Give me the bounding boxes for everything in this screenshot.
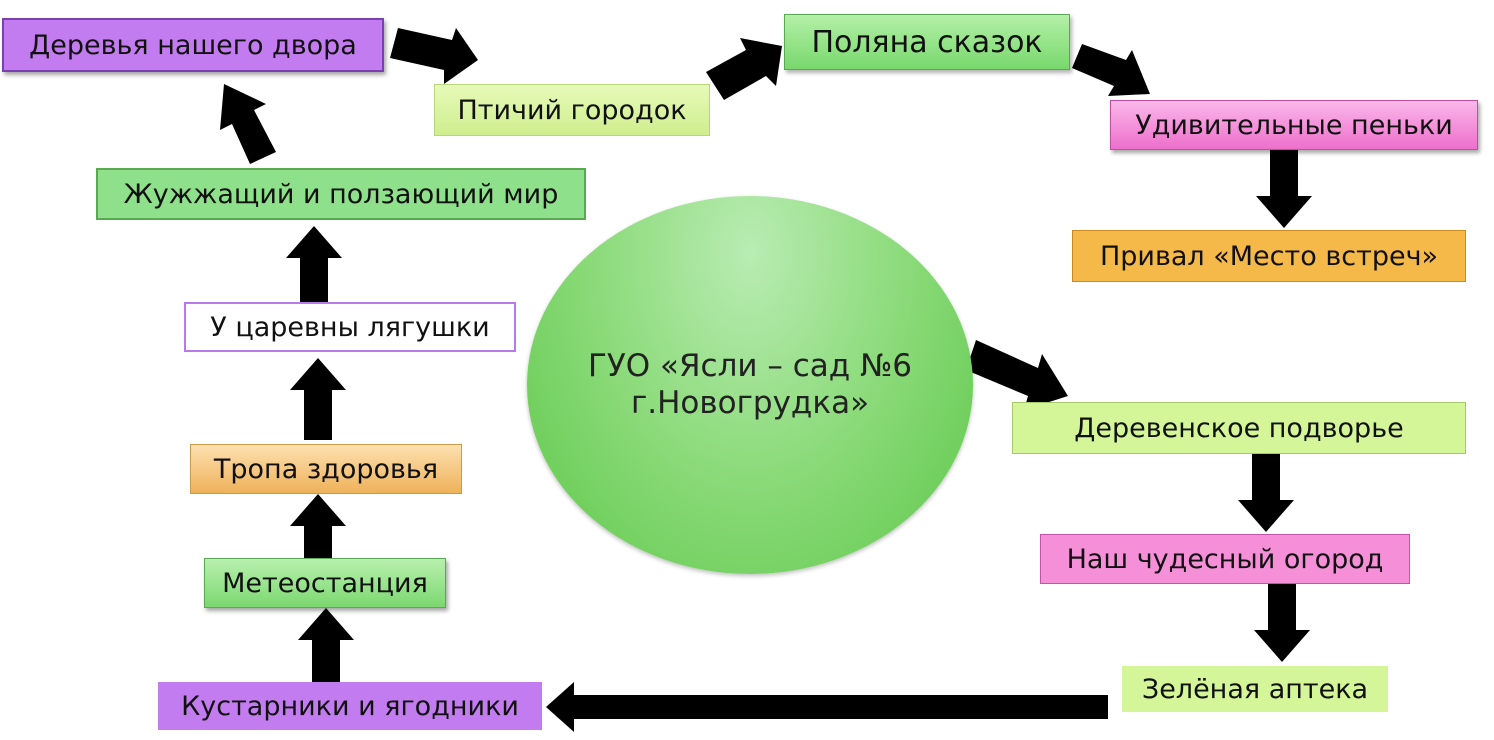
node-zelenaya-apteka: Зелёная аптека — [1122, 666, 1388, 712]
arrow-meteo-to-tropa — [290, 494, 346, 574]
node-label: Жужжащий и ползающий мир — [123, 178, 559, 210]
node-label: Кустарники и ягодники — [181, 690, 519, 722]
node-derevya-nashego-dvora: Деревья нашего двора — [2, 18, 384, 72]
node-label: Птичий городок — [457, 94, 687, 126]
arrow-polyana-to-penki — [1072, 44, 1150, 96]
arrow-ogorod-to-apteka — [1254, 582, 1310, 662]
node-label: Удивительные пеньки — [1135, 109, 1453, 141]
node-label: Зелёная аптека — [1141, 673, 1369, 705]
node-label: Тропа здоровья — [213, 453, 439, 485]
node-tropa-zdorovya: Тропа здоровья — [190, 444, 462, 494]
node-derevenskoe-podvorye: Деревенское подворье — [1012, 402, 1466, 454]
arrow-tropa-to-tsarevna — [290, 358, 346, 440]
arrow-center-to-podvorye — [966, 340, 1068, 410]
node-nash-chudesnyy-ogorod: Наш чудесный огород — [1040, 534, 1410, 584]
node-udivitelnye-penki: Удивительные пеньки — [1110, 100, 1478, 150]
node-polyana-skazok: Поляна сказок — [784, 14, 1070, 70]
node-ptichiy-gorodok: Птичий городок — [434, 84, 710, 136]
node-kustarniki-i-yagodniki: Кустарники и ягодники — [158, 682, 542, 730]
arrow-apteka-to-kustarniki — [546, 682, 1108, 732]
node-prival: Привал «Место встреч» — [1072, 230, 1466, 282]
arrow-penki-to-prival — [1256, 148, 1312, 228]
arrow-tsarevna-to-zhuzh — [286, 226, 342, 308]
node-meteostantsiya: Метеостанция — [204, 558, 446, 608]
arrow-ptichiy-to-polyana — [706, 38, 782, 100]
node-label: Деревенское подворье — [1074, 412, 1404, 444]
arrow-podvorye-to-ogorod — [1238, 452, 1294, 532]
node-label: У царевны лягушки — [210, 311, 490, 343]
center-title-line2: г.Новогрудка» — [630, 385, 870, 421]
center-title-line1: ГУО «Ясли – сад №6 — [587, 347, 913, 384]
node-zhuzhzhashchiy-mir: Жужжащий и ползающий мир — [96, 168, 586, 220]
arrow-derevya-to-ptichiy — [390, 28, 478, 84]
node-label: Поляна сказок — [811, 24, 1043, 60]
center-circle: ГУО «Ясли – сад №6 г.Новогрудка» — [527, 196, 973, 574]
node-label: Деревья нашего двора — [29, 29, 357, 61]
node-label: Наш чудесный огород — [1066, 543, 1384, 575]
node-label: Метеостанция — [222, 567, 428, 599]
arrow-zhuzh-to-derevya — [220, 84, 276, 164]
node-u-tsarevny-lyagushki: У царевны лягушки — [184, 302, 516, 352]
node-label: Привал «Место встреч» — [1099, 240, 1439, 272]
arrow-kustarniki-to-meteo — [298, 608, 354, 690]
